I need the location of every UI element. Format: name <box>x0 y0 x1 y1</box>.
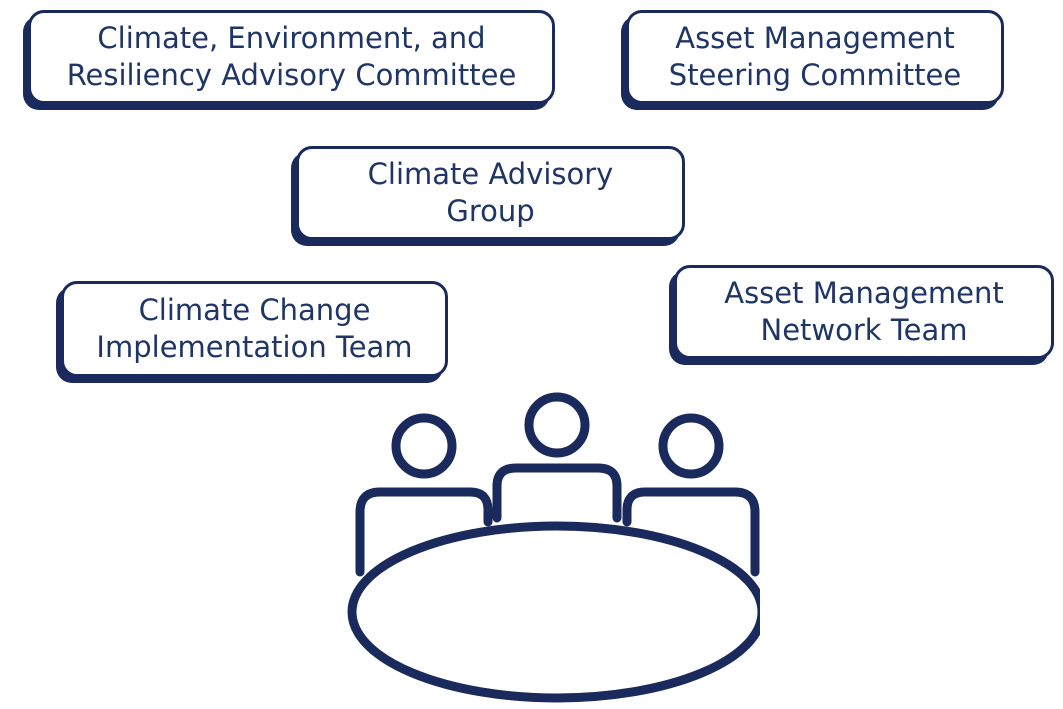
meeting-table-icon <box>347 392 760 703</box>
person-right-head <box>658 413 724 479</box>
person-left-body <box>355 487 493 577</box>
committee-label-line2: Implementation Team <box>96 330 413 364</box>
committee-box-climate-environment-resiliency: Climate, Environment, and Resiliency Adv… <box>28 10 555 104</box>
committee-label-line1: Asset Management <box>675 20 955 55</box>
meeting-table <box>347 521 760 703</box>
committee-label-line1: Climate Advisory <box>367 156 614 191</box>
committee-label-line1: Climate Change <box>138 292 371 327</box>
committee-box-asset-management-network: Asset Management Network Team <box>674 265 1054 359</box>
committee-label-line2: Group <box>446 194 535 228</box>
committee-box-climate-change-implementation: Climate Change Implementation Team <box>61 281 448 377</box>
committee-label-line1: Asset Management <box>724 275 1004 310</box>
person-center-head <box>524 392 590 458</box>
committee-label-line2: Steering Committee <box>668 58 962 92</box>
committee-label-line1: Climate, Environment, and <box>97 20 486 55</box>
committee-label-line2: Network Team <box>760 313 968 347</box>
person-left-head <box>391 413 457 479</box>
person-right-body <box>622 487 760 577</box>
committee-box-climate-advisory-group: Climate Advisory Group <box>296 146 685 240</box>
committee-label-line2: Resiliency Advisory Committee <box>66 58 517 92</box>
committee-box-asset-management-steering: Asset Management Steering Committee <box>626 10 1004 104</box>
person-center-body <box>492 463 622 523</box>
